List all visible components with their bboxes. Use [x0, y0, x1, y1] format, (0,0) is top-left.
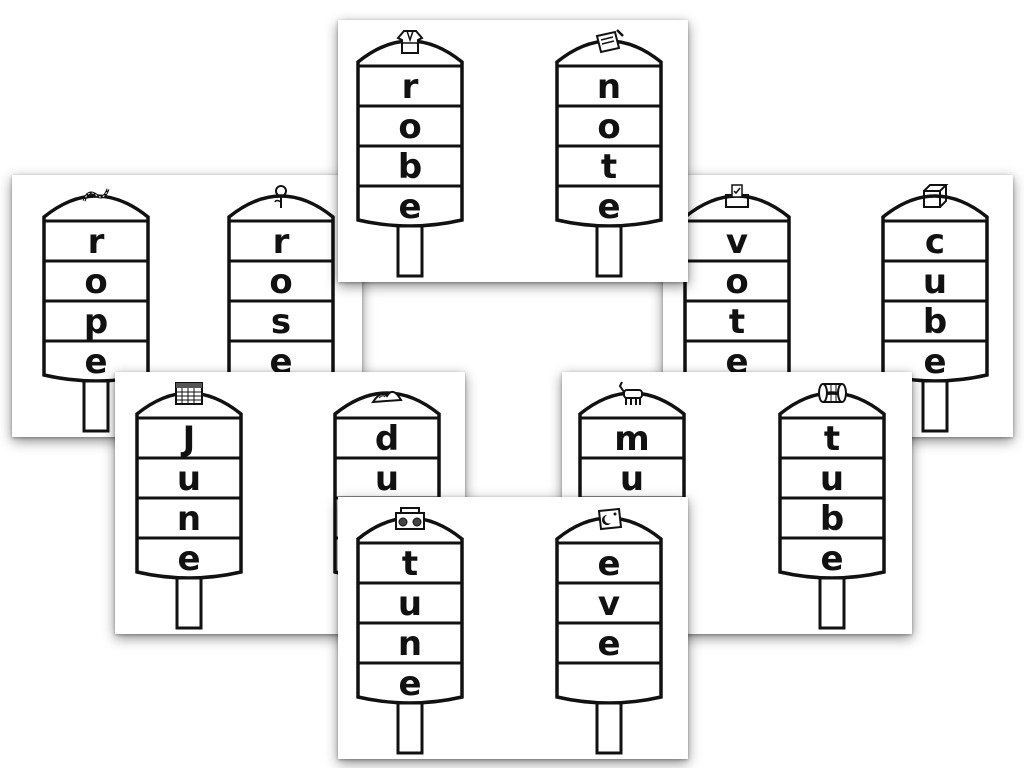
popsicle-letter: e	[84, 342, 108, 382]
popsicle-letter: e	[597, 544, 621, 584]
popsicle-letter	[545, 664, 673, 704]
popsicle-letter: v	[725, 222, 749, 262]
robe-icon	[396, 30, 424, 54]
popsicle-tune: t u n e	[346, 499, 474, 759]
popsicle-letter: n	[596, 67, 622, 107]
popsicle-letter: t	[823, 419, 841, 459]
boombox-icon	[395, 507, 425, 530]
popsicle-eve: e v e	[545, 499, 673, 759]
popsicle-letter: e	[597, 624, 621, 664]
popsicle-letter: e	[597, 187, 621, 227]
popsicle-letter: u	[374, 459, 400, 499]
popsicle-letter: n	[397, 624, 423, 664]
popsicle-letter: J	[182, 419, 196, 459]
night-sky-icon	[597, 507, 623, 531]
popsicle-letter: p	[83, 302, 109, 342]
popsicle-letter: e	[398, 187, 422, 227]
popsicle-letter: t	[401, 544, 419, 584]
popsicle-letter: r	[87, 222, 105, 262]
worksheet-card-tune-eve: t u n e e v e	[338, 497, 688, 759]
worksheet-card-rope-rose: r o p e r o s e	[12, 175, 362, 437]
mule-icon	[618, 381, 643, 405]
popsicle-letter: b	[819, 499, 845, 539]
popsicle-letter: u	[176, 459, 202, 499]
note-icon	[595, 29, 624, 54]
tube-icon	[818, 383, 847, 403]
popsicle-letter: c	[924, 222, 946, 262]
popsicle-vote: v o t e	[673, 177, 801, 437]
popsicle-letter: d	[374, 419, 400, 459]
popsicle-letter: r	[401, 67, 419, 107]
popsicle-letter: o	[269, 262, 293, 302]
popsicle-letter: m	[614, 419, 650, 459]
popsicle-letter: u	[397, 584, 423, 624]
ballot-box-icon	[725, 184, 749, 208]
popsicle-robe: r o b e	[346, 22, 474, 282]
popsicle-letter: r	[272, 222, 290, 262]
dune-icon	[371, 390, 403, 404]
popsicle-note: n o t e	[545, 22, 673, 282]
cube-icon	[923, 184, 949, 208]
calendar-icon	[175, 382, 203, 405]
worksheet-card-mule-tube: m u l e t u b e	[562, 372, 912, 634]
popsicle-letter: s	[270, 302, 292, 342]
jacket-icon	[82, 188, 110, 202]
popsicle-letter: o	[725, 262, 749, 302]
popsicle-letter: t	[600, 147, 618, 187]
popsicle-rope: r o p e	[32, 177, 160, 437]
popsicle-letter: n	[176, 499, 202, 539]
popsicle-letter: b	[922, 302, 948, 342]
popsicle-letter: e	[398, 664, 422, 704]
popsicle-letter: e	[820, 539, 844, 579]
popsicle-letter: u	[819, 459, 845, 499]
rose-icon	[274, 185, 287, 208]
popsicle-letter: e	[923, 342, 947, 382]
popsicle-letter: u	[619, 459, 645, 499]
worksheet-card-robe-note: r o b e n o t e	[338, 20, 688, 282]
popsicle-cube: c u b e	[871, 177, 999, 437]
popsicle-letter: e	[177, 539, 201, 579]
popsicle-letter: o	[84, 262, 108, 302]
popsicle-letter: t	[728, 302, 746, 342]
popsicle-letter: o	[398, 107, 422, 147]
popsicle-letter: u	[922, 262, 948, 302]
popsicle-june: J u n e	[125, 374, 253, 634]
popsicle-tube: t u b e	[768, 374, 896, 634]
popsicle-letter: b	[397, 147, 423, 187]
popsicle-letter: o	[597, 107, 621, 147]
popsicle-letter: v	[597, 584, 621, 624]
